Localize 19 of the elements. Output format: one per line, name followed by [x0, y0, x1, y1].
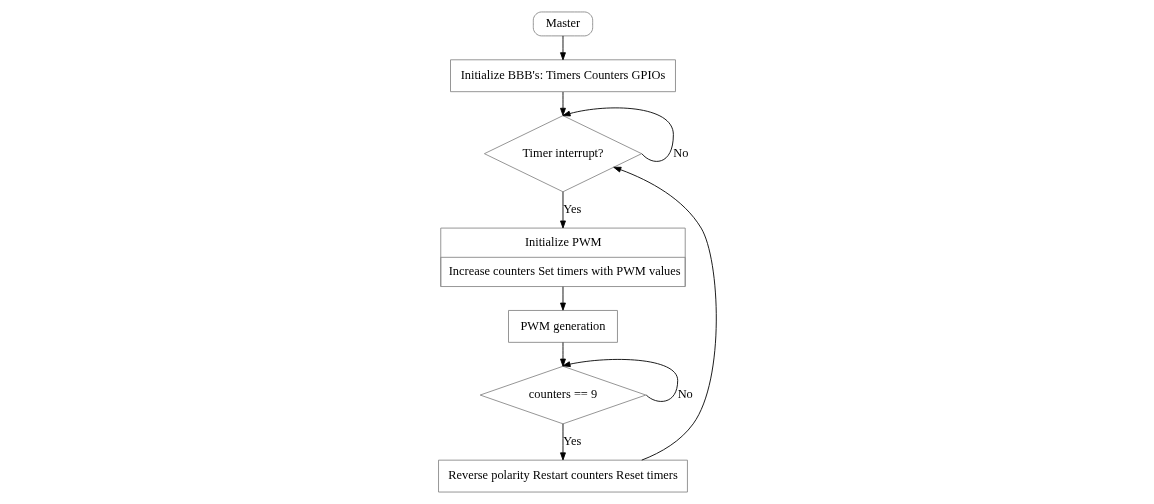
- arrow: [559, 342, 566, 367]
- arrow: [562, 107, 674, 162]
- edge-label: Yes: [562, 434, 581, 449]
- edge-label: Yes: [562, 202, 581, 217]
- arrow: [559, 423, 566, 461]
- arrow: [559, 91, 566, 116]
- node-box: PWM generation: [507, 310, 618, 343]
- node-box: Initialize BBB's: Timers Counters GPIOs: [449, 59, 676, 93]
- node-box: Reverse polarity Restart counters Reset timers: [437, 459, 688, 493]
- arrow: [559, 286, 566, 311]
- arrow: [562, 359, 678, 402]
- node-diamond: counters == 9: [479, 365, 646, 425]
- arrow: [559, 191, 566, 229]
- arrow: [559, 35, 566, 61]
- node-diamond: Timer interrupt?: [483, 115, 642, 193]
- edge-label: No: [677, 387, 693, 402]
- node-box: Master: [532, 11, 593, 37]
- edge-label: No: [672, 145, 688, 160]
- arrow: [612, 166, 717, 461]
